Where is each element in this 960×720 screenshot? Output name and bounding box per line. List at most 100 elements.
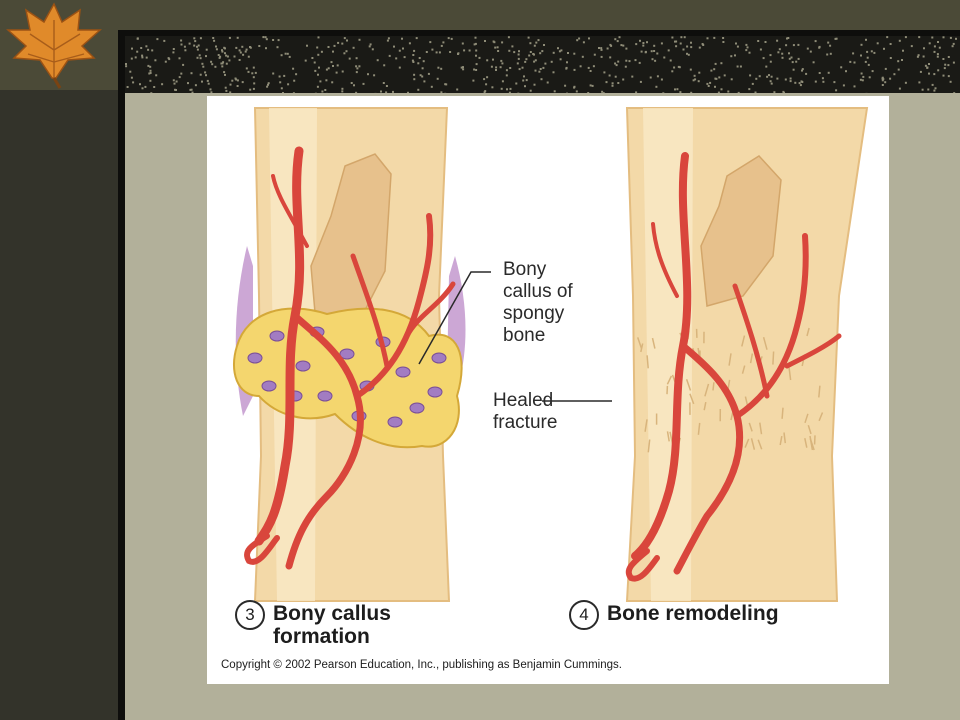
speckle-dot xyxy=(205,55,207,58)
speckle-dot xyxy=(770,82,773,85)
speckle-dot xyxy=(172,48,175,50)
speckle-dot xyxy=(462,68,465,71)
speckle-dot xyxy=(286,52,289,55)
step-3-number: 3 xyxy=(235,600,265,630)
speckle-dot xyxy=(474,36,477,39)
speckle-dot xyxy=(806,47,809,50)
speckle-dot xyxy=(709,81,712,84)
speckle-dot xyxy=(435,51,438,54)
speckle-dot xyxy=(713,68,716,71)
speckle-dot xyxy=(460,66,463,69)
speckle-dot xyxy=(425,51,428,53)
speckle-dot xyxy=(931,36,934,39)
speckle-dot xyxy=(518,68,521,71)
speckle-dot xyxy=(418,57,421,59)
speckle-dot xyxy=(505,74,508,77)
callus-cell xyxy=(317,390,333,402)
speckle-dot xyxy=(125,65,128,68)
speckle-dot xyxy=(868,76,871,79)
remodel-stroke xyxy=(744,438,750,448)
speckle-dot xyxy=(916,55,919,58)
caption-bone-remodeling: Bone remodeling xyxy=(607,602,779,625)
speckle-dot xyxy=(231,79,234,82)
speckle-dot xyxy=(225,62,228,65)
speckle-dot xyxy=(362,82,365,85)
speckle-dot xyxy=(486,76,489,79)
speckle-dot xyxy=(393,45,395,48)
speckle-dot xyxy=(383,64,386,67)
speckle-dot xyxy=(429,41,432,44)
speckle-dot xyxy=(272,72,275,75)
speckle-dot xyxy=(430,85,433,88)
speckle-dot xyxy=(904,36,907,39)
speckle-dot xyxy=(917,54,920,57)
speckle-dot xyxy=(745,43,748,46)
speckle-dot xyxy=(859,78,862,81)
speckle-dot xyxy=(618,36,621,39)
speckle-dot xyxy=(587,66,590,69)
speckle-dot xyxy=(635,91,638,94)
remodel-stroke xyxy=(697,422,701,435)
speckle-dot xyxy=(207,82,210,85)
speckle-dot xyxy=(475,54,477,57)
speckle-dot xyxy=(660,78,663,81)
speckle-dot xyxy=(242,53,245,56)
speckle-dot xyxy=(862,75,865,78)
speckle-dot xyxy=(343,37,346,40)
remodel-stroke xyxy=(804,438,808,448)
speckle-dot xyxy=(222,61,225,64)
speckle-dot xyxy=(809,50,812,53)
speckle-dot xyxy=(860,43,863,46)
speckle-dot xyxy=(821,77,824,80)
speckle-dot xyxy=(346,39,348,42)
speckle-dot xyxy=(447,37,450,40)
speckle-dot xyxy=(462,66,464,69)
speckle-dot xyxy=(853,85,856,88)
speckle-dot xyxy=(698,46,701,49)
speckle-dot xyxy=(199,73,202,76)
speckle-dot xyxy=(951,45,954,48)
speckle-dot xyxy=(615,64,618,67)
speckle-dot xyxy=(415,37,418,40)
speckle-dot xyxy=(560,49,563,52)
speckle-dot xyxy=(835,89,838,92)
speckle-dot xyxy=(130,76,133,79)
speckle-dot xyxy=(897,68,900,71)
remodel-stroke xyxy=(741,365,746,374)
speckle-dot xyxy=(221,65,224,68)
speckle-dot xyxy=(147,64,150,67)
speckle-dot xyxy=(284,52,287,55)
speckle-dot xyxy=(317,53,320,56)
speckle-dot xyxy=(348,57,351,60)
speckle-dot xyxy=(625,59,628,62)
speckle-dot xyxy=(788,52,790,55)
speckle-dot xyxy=(238,59,241,61)
speckle-dot xyxy=(522,79,525,82)
speckle-dot xyxy=(649,76,652,79)
speckle-dot xyxy=(145,56,148,59)
remodel-stroke xyxy=(647,439,651,453)
speckle-dot xyxy=(881,79,884,82)
speckle-dot xyxy=(902,49,904,52)
speckle-dot xyxy=(931,83,934,86)
speckle-dot xyxy=(213,39,216,42)
speckle-dot xyxy=(674,88,676,91)
speckle-dot xyxy=(801,69,803,72)
speckle-dot xyxy=(189,88,192,91)
speckle-dot xyxy=(628,60,631,63)
speckle-dot xyxy=(215,48,218,51)
remodel-stroke xyxy=(788,367,792,381)
speckle-dot xyxy=(241,45,244,48)
speckle-dot xyxy=(491,86,494,89)
speckle-dot xyxy=(401,37,403,40)
speckle-dot xyxy=(947,64,950,67)
speckle-dot xyxy=(187,82,189,85)
speckle-dot xyxy=(852,52,855,55)
speckle-dot xyxy=(355,71,358,74)
speckle-dot xyxy=(639,80,642,83)
speckle-dot xyxy=(765,65,768,68)
speckle-dot xyxy=(635,43,638,46)
speckle-dot xyxy=(600,47,603,50)
speckle-dot xyxy=(221,62,224,65)
speckle-dot xyxy=(797,57,800,60)
